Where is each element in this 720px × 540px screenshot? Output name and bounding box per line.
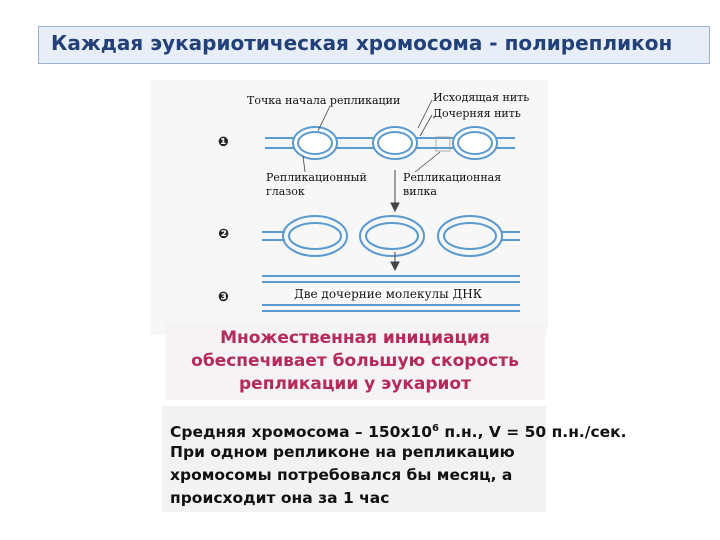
info-line-2: При одном репликоне на репликацию	[170, 441, 515, 463]
arrow-1	[391, 170, 399, 211]
step-3-marker: ❸	[218, 290, 229, 305]
origin-label: Точка начала репликации	[247, 95, 400, 107]
info-line-3: хромосомы потребовался бы месяц, а	[170, 464, 512, 486]
highlight-line-2: обеспечивает большую скорость	[165, 350, 545, 372]
daughter-strand-label: Дочерняя нить	[433, 108, 521, 120]
info-line-1-pre: Средняя хромосома – 150х10	[170, 423, 432, 441]
info-block: Средняя хромосома – 150х106 п.н., V = 50…	[162, 406, 546, 512]
info-line-1: Средняя хромосома – 150х106 п.н., V = 50…	[170, 418, 627, 443]
stage2-molecule	[262, 216, 520, 256]
fork-label-line2: вилка	[403, 186, 437, 198]
parent-strand-label: Исходящая нить	[433, 92, 529, 104]
highlight-line-1: Множественная инициация	[165, 327, 545, 349]
bubble-label-line2: глазок	[266, 186, 305, 198]
info-line-1-post: п.н., V = 50 п.н./сек.	[439, 423, 627, 441]
daughters-label: Две дочерние молекулы ДНК	[292, 288, 484, 300]
info-line-1-exponent: 6	[432, 423, 439, 434]
info-line-4: происходит она за 1 час	[170, 487, 389, 509]
step-1-marker: ❶	[218, 135, 229, 150]
step-2-marker: ❷	[218, 227, 229, 242]
highlight-block: Множественная инициация обеспечивает бол…	[165, 322, 545, 400]
stage1-molecule	[265, 127, 515, 159]
bubble-label-line1: Репликационный	[266, 172, 367, 184]
highlight-line-3: репликации у эукариот	[165, 373, 545, 395]
fork-label-line1: Репликационная	[403, 172, 501, 184]
